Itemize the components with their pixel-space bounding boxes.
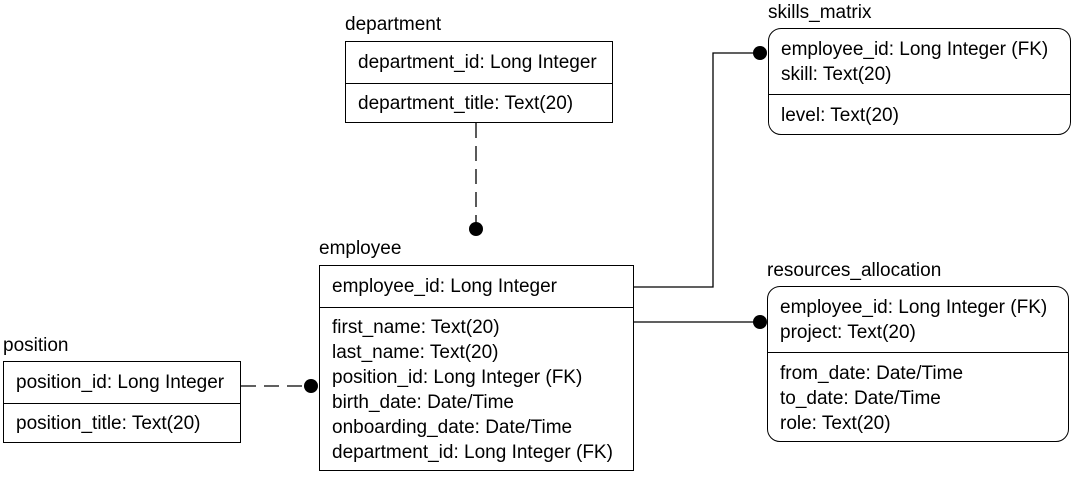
attribute: birth_date: Date/Time bbox=[332, 392, 514, 413]
relationship-endpoint-dot bbox=[753, 46, 767, 60]
entity-title: employee bbox=[319, 238, 402, 259]
entity-title: resources_allocation bbox=[767, 260, 942, 281]
key-attribute: project: Text(20) bbox=[780, 322, 916, 343]
relationship-endpoint-dot bbox=[469, 222, 483, 236]
relationship-employee-skills-matrix bbox=[633, 52, 760, 288]
non-key-attributes: department_title: Text(20) bbox=[346, 84, 612, 116]
attribute: department_id: Long Integer (FK) bbox=[332, 442, 613, 463]
attribute: from_date: Date/Time bbox=[780, 363, 964, 384]
non-key-attributes: from_date: Date/Time to_date: Date/Time ro… bbox=[768, 353, 1068, 436]
key-attribute: position_id: Long Integer bbox=[16, 372, 225, 393]
key-attribute: employee_id: Long Integer (FK) bbox=[781, 39, 1049, 60]
key-attributes: employee_id: Long Integer (FK) project: T… bbox=[768, 287, 1068, 353]
attribute: onboarding_date: Date/Time bbox=[332, 417, 573, 438]
key-attribute: department_id: Long Integer bbox=[358, 52, 597, 73]
attribute: role: Text(20) bbox=[780, 413, 891, 434]
non-key-attributes: position_title: Text(20) bbox=[4, 404, 240, 436]
key-attribute: skill: Text(20) bbox=[781, 64, 892, 85]
entity-box: employee_id: Long Integer (FK) project: T… bbox=[767, 286, 1069, 442]
key-attributes: employee_id: Long Integer bbox=[320, 266, 633, 308]
key-attribute: employee_id: Long Integer bbox=[332, 276, 557, 297]
key-attribute: employee_id: Long Integer (FK) bbox=[780, 297, 1048, 318]
attribute: last_name: Text(20) bbox=[332, 342, 499, 363]
attribute: department_title: Text(20) bbox=[358, 93, 574, 114]
entity-box: employee_id: Long Integer first_name: Te… bbox=[319, 265, 634, 471]
attribute: position_id: Long Integer (FK) bbox=[332, 367, 583, 388]
entity-box: position_id: Long Integer position_title… bbox=[3, 361, 241, 443]
attribute: position_title: Text(20) bbox=[16, 413, 201, 434]
entity-title: position bbox=[3, 335, 69, 356]
key-attributes: employee_id: Long Integer (FK) skill: Tex… bbox=[769, 29, 1070, 95]
attribute: first_name: Text(20) bbox=[332, 317, 500, 338]
non-key-attributes: level: Text(20) bbox=[769, 95, 1070, 128]
entity-title: skills_matrix bbox=[768, 2, 872, 23]
entity-box: employee_id: Long Integer (FK) skill: Tex… bbox=[768, 28, 1071, 135]
key-attributes: department_id: Long Integer bbox=[346, 42, 612, 84]
entity-title: department bbox=[345, 14, 442, 35]
key-attributes: position_id: Long Integer bbox=[4, 362, 240, 404]
entity-box: department_id: Long Integer department_t… bbox=[345, 41, 613, 123]
attribute: to_date: Date/Time bbox=[780, 388, 941, 409]
relationship-endpoint-dot bbox=[753, 315, 767, 329]
relationship-endpoint-dot bbox=[304, 379, 318, 393]
non-key-attributes: first_name: Text(20) last_name: Text(20) p… bbox=[320, 308, 633, 465]
attribute: level: Text(20) bbox=[781, 105, 899, 126]
